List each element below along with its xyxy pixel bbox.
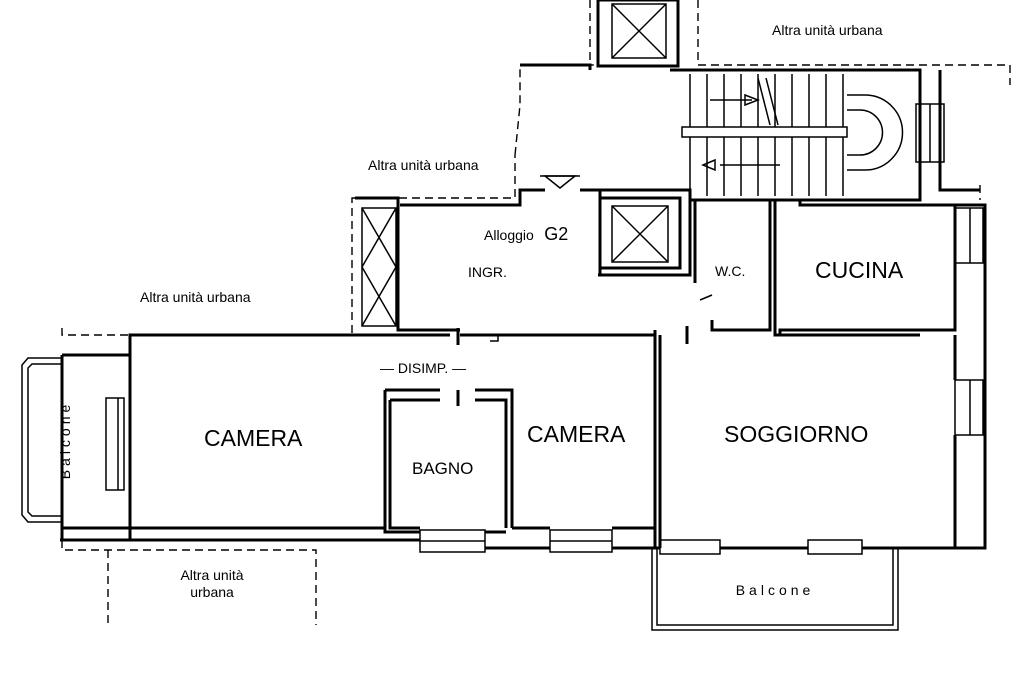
balcony-label-bottom: Balcone: [736, 582, 815, 598]
balcony-label-left: Balcone: [57, 401, 73, 480]
windows: [105, 103, 984, 555]
elevator-shaft-top: [596, 0, 680, 68]
balcony-bottom-outline: [651, 548, 899, 631]
other-unit-label-top-right: Altra unità urbana: [772, 22, 883, 38]
room-label-living-room: SOGGIORNO: [724, 421, 868, 447]
apartment-label: Alloggio G2: [484, 224, 568, 244]
balcony-left-outline: [21, 357, 62, 523]
room-label-hallway: — DISIMP. —: [380, 360, 466, 376]
entrance-arrow-icon: [540, 175, 580, 189]
apartment-walls: [60, 63, 987, 550]
room-label-bedroom-middle: CAMERA: [527, 421, 626, 447]
staircase: [681, 74, 904, 196]
apartment-prefix: Alloggio: [484, 227, 534, 243]
other-unit-label-mid: Altra unità urbana: [368, 157, 479, 173]
stair-treads: [689, 74, 844, 196]
elevator-shaft-mid: [598, 196, 682, 270]
apartment-code: G2: [544, 224, 568, 244]
other-unit-label-bottom-line1: Altra unità: [180, 567, 243, 583]
shaft-entrance: [361, 207, 397, 327]
room-label-kitchen: CUCINA: [815, 257, 904, 283]
room-label-entrance: INGR.: [468, 264, 507, 280]
room-label-bedroom-left: CAMERA: [204, 425, 303, 451]
room-label-bathroom: BAGNO: [412, 459, 473, 478]
room-label-wc: W.C.: [715, 263, 745, 279]
door-marks: [456, 294, 713, 406]
adjacent-unit-boundaries: [61, 0, 1011, 625]
other-unit-label-left: Altra unità urbana: [140, 289, 251, 305]
other-unit-label-bottom-line2: urbana: [190, 584, 234, 600]
